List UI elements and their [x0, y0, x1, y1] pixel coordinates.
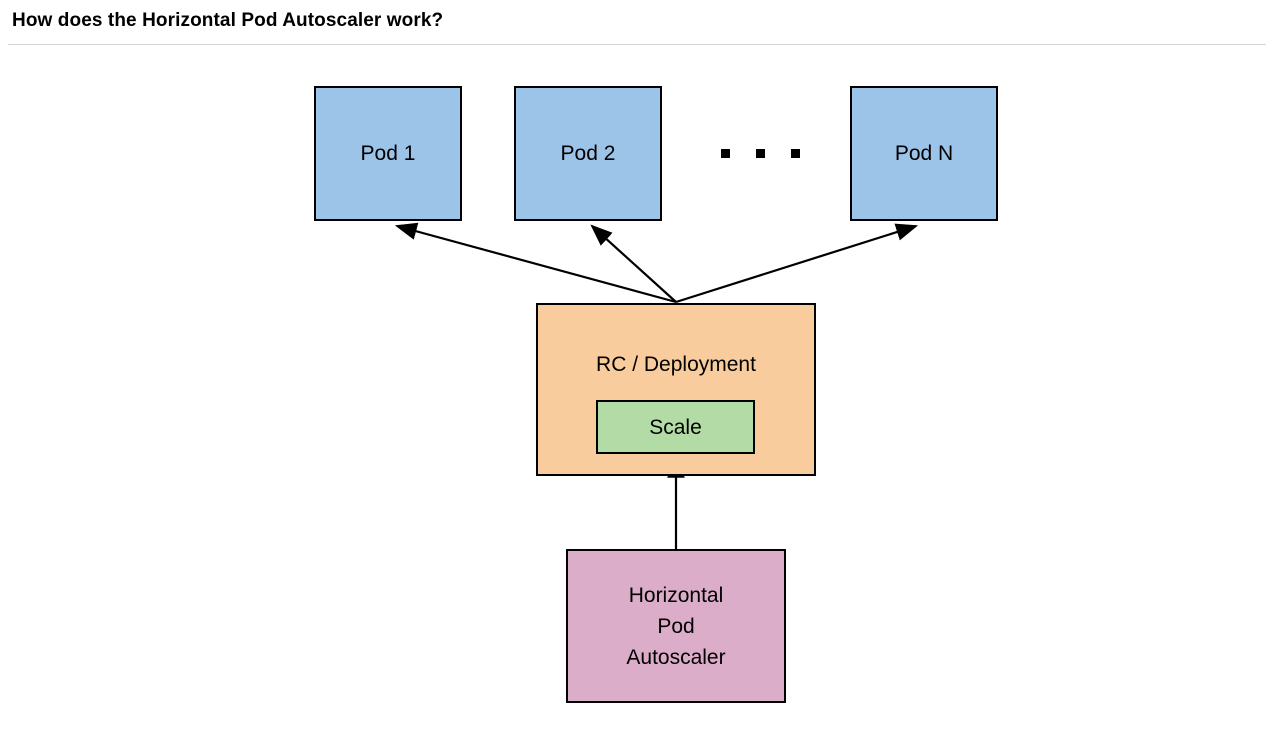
edge-rc-to-podn: [675, 223, 919, 304]
node-hpa-label-line-2: Pod: [657, 614, 695, 638]
node-rc-deployment-label: RC / Deployment: [596, 353, 756, 376]
page-title: How does the Horizontal Pod Autoscaler w…: [12, 10, 444, 31]
node-pod-2[interactable]: Pod 2: [514, 86, 662, 221]
edge-rc-to-pod2: [590, 224, 677, 303]
edge-rc-to-pod1: [394, 222, 677, 304]
node-pod-2-label: Pod 2: [560, 142, 616, 165]
node-horizontal-pod-autoscaler[interactable]: Horizontal Pod Autoscaler: [566, 549, 786, 703]
node-pod-n-label: Pod N: [894, 142, 954, 165]
node-scale[interactable]: Scale: [596, 400, 755, 454]
ellipsis-dot-icon: [721, 149, 730, 158]
ellipsis-dot-icon: [756, 149, 765, 158]
diagram-canvas: Pod 1 Pod 2 Pod N RC / Deployment Scale …: [0, 46, 1280, 745]
page-header: How does the Horizontal Pod Autoscaler w…: [0, 0, 1280, 46]
node-hpa-label-line-3: Autoscaler: [626, 645, 726, 669]
node-pod-1[interactable]: Pod 1: [314, 86, 462, 221]
header-divider: [8, 44, 1266, 45]
ellipsis-dot-icon: [791, 149, 800, 158]
node-pod-1-label: Pod 1: [360, 142, 416, 165]
node-scale-label: Scale: [649, 415, 702, 439]
node-pod-n[interactable]: Pod N: [850, 86, 998, 221]
node-hpa-label-line-1: Horizontal: [628, 583, 724, 607]
